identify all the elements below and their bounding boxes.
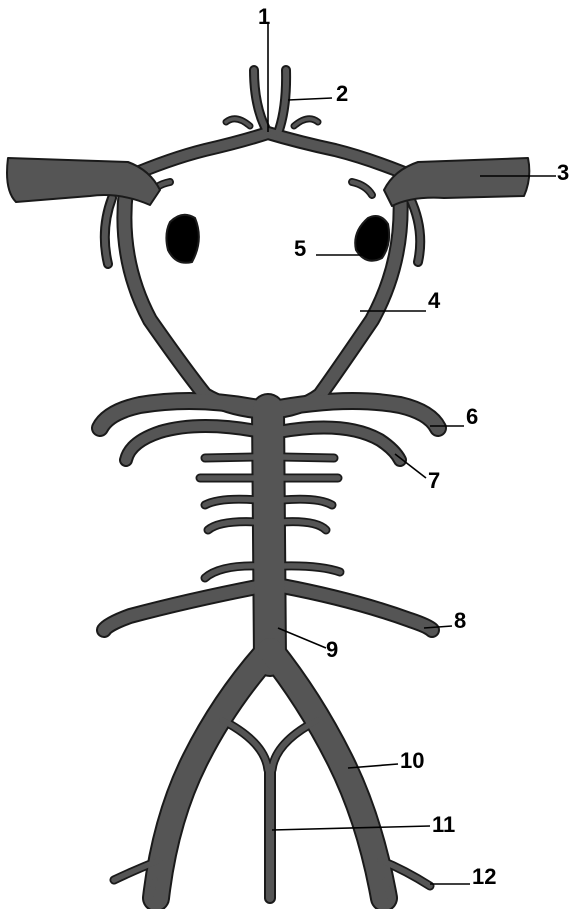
label-4: 4: [428, 288, 441, 313]
label-3: 3: [557, 160, 569, 185]
middle-cerebral-artery-left: [7, 158, 160, 205]
optic-opening-left: [166, 215, 198, 263]
label-9: 9: [326, 637, 338, 662]
label-5: 5: [294, 236, 306, 261]
label-10: 10: [400, 748, 424, 773]
label-2: 2: [336, 81, 348, 106]
label-7: 7: [428, 468, 440, 493]
label-6: 6: [466, 404, 478, 429]
label-12: 12: [472, 864, 496, 889]
label-1: 1: [258, 4, 270, 29]
middle-cerebral-artery-right: [384, 158, 529, 206]
label-8: 8: [454, 608, 466, 633]
label-11: 11: [432, 812, 455, 837]
optic-opening-right: [355, 216, 389, 261]
